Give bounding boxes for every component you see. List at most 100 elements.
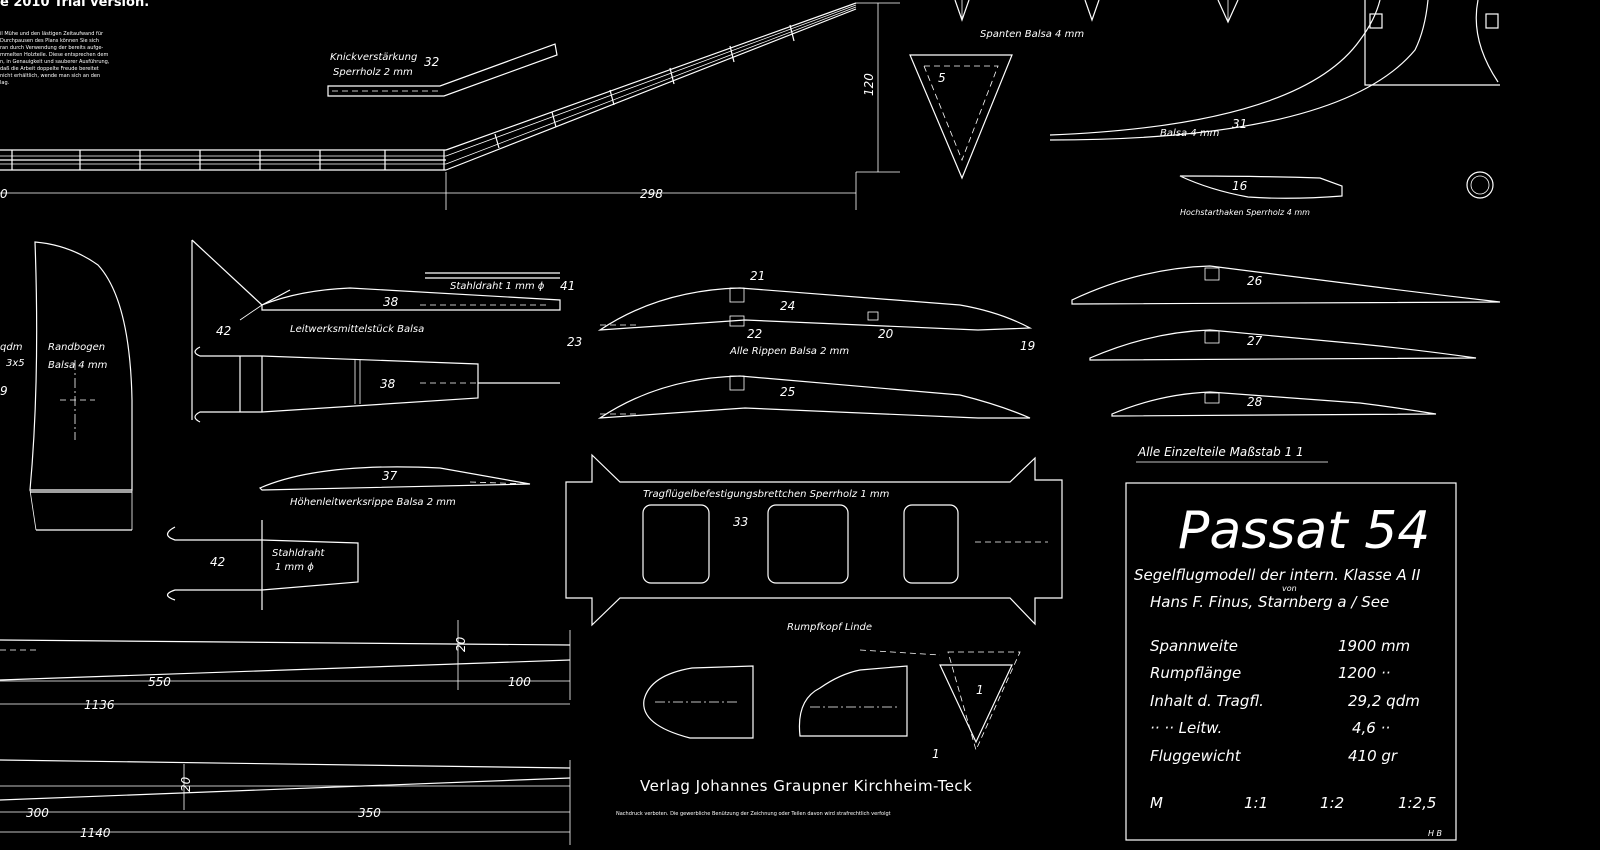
model-subtitle: Segelflugmodell der intern. Klasse A II [1134,566,1421,584]
massstab-label: Alle Einzelteile Maßstab 1 1 [1137,445,1304,459]
tragfl-brett-label: Tragflügelbefestigungsbrettchen Sperrhol… [643,489,890,500]
rib-number-25: 25 [780,385,795,399]
rib-number-19: 19 [1020,339,1035,353]
knick-label: Knickverstärkung [330,52,417,63]
part-38-number: 38 [383,295,399,309]
part-16-hook: 16 Hochstarthaken Sperrholz 4 mm [1179,171,1494,217]
dim-300: 300 [26,806,49,820]
randbogen-label: Randbogen [48,342,105,353]
rippen-label: Alle Rippen Balsa 2 mm [729,346,849,357]
intro-line: nicht erhältlich, wende man sich an den [0,73,100,79]
spec-value: 29,2 qdm [1348,692,1420,710]
dim-0: 0 [0,187,8,201]
part-42-number: 42 [216,324,231,338]
rib-number-27: 27 [1247,334,1263,348]
rib-number-26: 26 [1247,274,1263,288]
scale-option: 1:2,5 [1398,794,1436,812]
part-33-plate: Tragflügelbefestigungsbrettchen Sperrhol… [565,453,1063,633]
intro-line: Durchpausen des Plans können Sie sich [0,38,99,44]
dim-550: 550 [148,675,171,689]
copyright-note: Nachdruck verboten. Die gewerbliche Benü… [616,811,891,817]
stahldraht-label: Stahldraht 1 mm ϕ [450,281,545,292]
part-42-wire: 42 Stahldraht 1 mm ϕ [166,520,359,610]
dim-1136: 1136 [84,698,115,712]
wing-ribs-26-28: 26 27 28 Alle Einzelteile Maßstab 1 1 [1071,265,1501,463]
spec-label: Fluggewicht [1150,747,1242,765]
spec-label: ·· ·· Leitw. [1150,719,1222,737]
intro-line: ran durch Verwendung der bereits aufge- [0,45,103,51]
fuselage-side-view: 20 550 100 1136 20 300 350 1140 [0,620,571,845]
spec-value: 1200 ·· [1338,664,1390,682]
publisher-seal-icon [1466,171,1494,199]
dim-120: 120 [862,73,876,96]
part-33-number: 33 [733,515,748,529]
wing-ribs-24-25: 21 24 23 22 20 19 Alle Rippen Balsa 2 mm… [567,269,1035,419]
dim-298: 298 [640,187,663,201]
rib-number-20: 20 [878,327,894,341]
dim-100: 100 [508,675,531,689]
publisher-name: Verlag Johannes Graupner Kirchheim-Teck [640,777,972,795]
intro-line: il Mühe und den lästigen Zeitaufwand für [0,31,104,37]
intro-line: daß die Arbeit doppelte Freude bereitet [0,66,99,72]
spec-value: 4,6 ·· [1352,719,1390,737]
dim-350: 350 [358,806,381,820]
dim-20a: 20 [454,636,468,652]
dim-20b: 20 [179,776,193,792]
leitwerk-mid-label: Leitwerksmittelstück Balsa [290,324,424,335]
spanten-parts: Spanten Balsa 4 mm 5 [909,0,1239,180]
title-block: Passat 54 Segelflugmodell der intern. Kl… [1125,482,1457,841]
part-37-rib: 37 Höhenleitwerksrippe Balsa 2 mm [258,466,531,508]
wing-spar-view: 120 298 0 [0,2,900,210]
rumpf-number-1b: 1 [932,747,940,761]
header-fragment: e 2010 Trial version. [0,0,149,10]
rib-number-24: 24 [780,299,795,313]
scale-option: 1:1 [1244,794,1268,812]
part-42b-number: 42 [210,555,225,569]
spec-label: Rumpflänge [1150,664,1241,682]
randbogen-material: Balsa 4 mm [48,360,108,371]
fragment-9: 9 [0,384,8,398]
von-label: von [1282,584,1297,593]
spec-value: 1900 mm [1338,637,1410,655]
scale-label: M [1150,794,1163,812]
wire-label-1: Stahldraht [272,548,325,559]
drafter-initials: H B [1428,829,1442,838]
part-32-knickverstaerkung: Knickverstärkung Sperrholz 2 mm 32 [327,43,558,97]
hook-label: Hochstarthaken Sperrholz 4 mm [1180,208,1310,217]
knick-material: Sperrholz 2 mm [333,67,413,78]
randbogen-part: Randbogen Balsa 4 mm qdm 3x5 9 [0,241,133,531]
part-37-number: 37 [382,469,398,483]
intro-line: n, in Genauigkeit und sauberer Ausführun… [0,59,110,65]
intro-line: mmelten Holzteile. Diese entsprechen dem [0,52,108,58]
tail-center-parts: 42 Leitwerksmittelstück Balsa 38 38 Stah… [191,239,575,423]
dim-1140: 1140 [80,826,111,840]
hook-number: 16 [1232,179,1248,193]
part-38b-number: 38 [380,377,396,391]
rib-number-28: 28 [1247,395,1263,409]
rumpfkopf-label: Rumpfkopf Linde [787,622,872,633]
fragment-3x5: 3x5 [6,358,25,369]
spant-number: 5 [938,71,946,85]
part-number: 32 [424,55,439,69]
rib-number-21: 21 [750,269,765,283]
part-41-number: 41 [560,279,575,293]
wire-label-2: 1 mm ϕ [275,562,314,573]
model-title: Passat 54 [1178,501,1430,561]
intro-text: il Mühe und den lästigen Zeitaufwand für… [0,31,110,86]
intro-line: lag. [0,80,10,86]
spec-label: Inhalt d. Tragfl. [1150,692,1264,710]
rib-number-23: 23 [567,335,582,349]
fragment-qdm: qdm [0,342,23,353]
hoehenleit-label: Höhenleitwerksrippe Balsa 2 mm [290,497,456,508]
scale-option: 1:2 [1320,794,1344,812]
rumpf-number-1a: 1 [976,683,984,697]
part-31-number: 31 [1232,117,1247,131]
spanten-label: Spanten Balsa 4 mm [980,29,1084,40]
rib-number-22: 22 [747,327,762,341]
spec-label: Spannweite [1150,637,1238,655]
spec-value: 410 gr [1348,747,1398,765]
part-31: Balsa 4 mm 31 [1049,0,1500,141]
rumpfkopf-pieces: 1 1 [643,649,1021,761]
model-author: Hans F. Finus, Starnberg a / See [1150,593,1389,611]
